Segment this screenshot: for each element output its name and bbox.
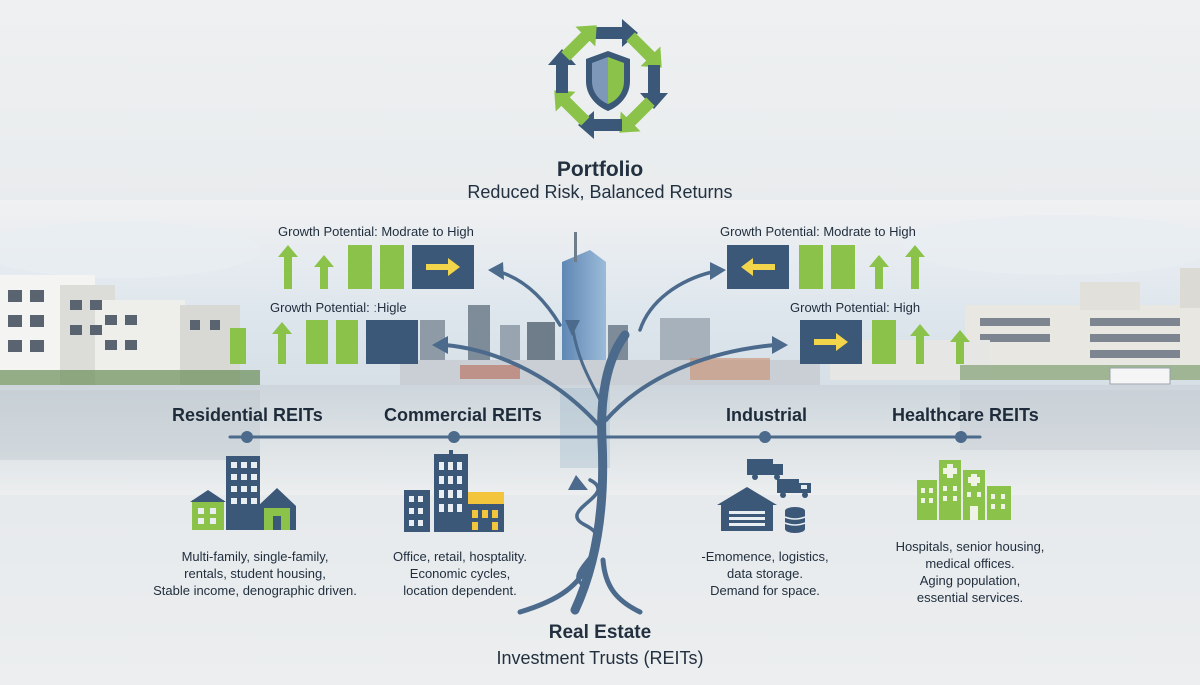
- desc-line: Stable income, denographic driven.: [153, 583, 357, 598]
- portfolio-subtitle: Reduced Risk, Balanced Returns: [467, 182, 733, 202]
- category-name-commercial: Commercial REITs: [384, 405, 542, 425]
- growth-bars-left-top: [278, 245, 474, 289]
- green-up-arrow-icon: [905, 245, 925, 289]
- right-campus: [830, 268, 1200, 385]
- desc-line: Economic cycles,: [409, 566, 511, 581]
- green-bar: [336, 320, 358, 364]
- green-up-arrow-icon: [278, 245, 298, 289]
- office-tower-icon: [404, 450, 504, 532]
- desc-line: -Emomence, logistics,: [701, 549, 829, 564]
- root-subtitle: Investment Trusts (REITs): [496, 648, 704, 668]
- desc-line: Multi-family, single-family,: [181, 549, 329, 564]
- arrow-head-center: [565, 320, 580, 336]
- category-name-industrial: Industrial: [726, 405, 808, 425]
- category-name-healthcare: Healthcare REITs: [892, 405, 1039, 425]
- desc-line: Hospitals, senior housing,: [895, 539, 1045, 554]
- branch-right-low: [604, 343, 777, 422]
- category-desc-commercial: Office, retail, hosptality. Economic cyc…: [360, 548, 560, 599]
- arrow-head-left-high: [488, 262, 504, 280]
- trunk-spiral: [575, 478, 601, 587]
- node-healthcare: [955, 431, 967, 443]
- green-up-arrow-icon: [869, 255, 889, 289]
- category-name-residential: Residential REITs: [172, 405, 323, 425]
- desc-line: Aging population,: [919, 573, 1021, 588]
- arrow-head-left-low: [432, 336, 448, 354]
- green-bar: [831, 245, 855, 289]
- arrow-right-icon: [814, 333, 848, 351]
- branch-left-high: [498, 270, 562, 327]
- green-up-arrow-icon: [272, 322, 292, 364]
- growth-label-right-top: Growth Potential: Modrate to High: [720, 224, 916, 239]
- navy-box: [366, 320, 418, 364]
- growth-label-right-bottom: Growth Potential: High: [790, 300, 921, 315]
- desc-line: medical offices.: [925, 556, 1015, 571]
- category-desc-healthcare: Hospitals, senior housing, medical offic…: [870, 538, 1070, 606]
- growth-bars-right-bottom: [800, 320, 970, 364]
- left-apartments: [0, 275, 260, 385]
- green-up-arrow-icon: [910, 324, 930, 364]
- arrow-head-spiral: [568, 475, 588, 490]
- residential-buildings-icon: [190, 456, 296, 530]
- root-title: Real Estate: [548, 622, 652, 643]
- green-bar: [380, 245, 404, 289]
- green-bar: [872, 320, 896, 364]
- growth-label-left-bottom: Growth Potential: ːHigle: [270, 300, 407, 315]
- green-up-arrow-icon: [314, 255, 334, 289]
- node-residential: [241, 431, 253, 443]
- tree-trunk: [570, 330, 630, 615]
- warehouse-trucks-icon: [717, 459, 811, 533]
- node-commercial: [448, 431, 460, 443]
- desc-line: location dependent.: [403, 583, 517, 598]
- portfolio-cycle-shield-icon: [548, 19, 668, 139]
- category-desc-residential: Multi-family, single-family, rentals, st…: [140, 548, 370, 599]
- branch-right-high: [638, 270, 714, 332]
- growth-bars-right-top: [727, 245, 925, 289]
- arrow-right-icon: [426, 258, 460, 276]
- root-right: [600, 557, 643, 615]
- green-bar: [306, 320, 328, 364]
- hospital-icon: [917, 460, 1011, 520]
- desc-line: data storage.: [727, 566, 803, 581]
- arrow-head-right-low: [772, 336, 788, 354]
- green-bar: [230, 328, 246, 364]
- green-bar: [799, 245, 823, 289]
- arrow-left-icon: [741, 258, 775, 276]
- desc-line: Demand for space.: [710, 583, 820, 598]
- desc-line: essential services.: [916, 590, 1024, 605]
- branch-center: [571, 328, 602, 402]
- desc-line: Office, retail, hosptality.: [393, 549, 527, 564]
- green-up-arrow-icon: [950, 330, 970, 364]
- growth-bars-left-bottom: [230, 320, 418, 364]
- growth-label-left-top: Growth Potential: Modrate to High: [278, 224, 474, 239]
- desc-line: rentals, student housing,: [184, 566, 326, 581]
- branch-left-low: [443, 343, 605, 432]
- node-industrial: [759, 431, 771, 443]
- category-desc-industrial: -Emomence, logistics, data storage. Dema…: [670, 548, 860, 599]
- root-left: [517, 557, 593, 615]
- green-bar: [348, 245, 372, 289]
- arrow-head-right-high: [710, 262, 726, 280]
- portfolio-title: Portfolio: [556, 158, 644, 181]
